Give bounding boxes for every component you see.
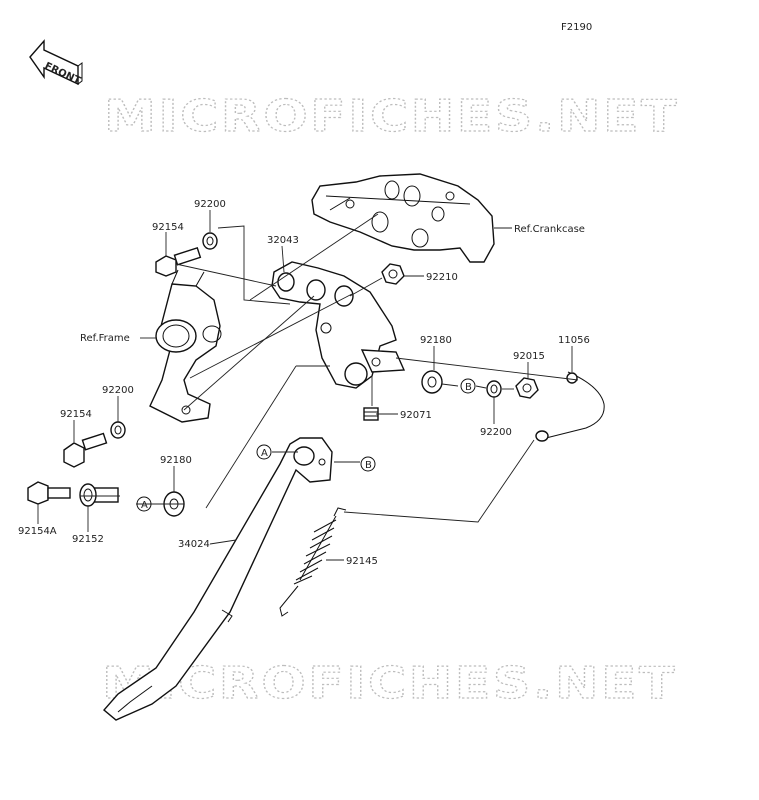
part-leaders — [37, 210, 573, 561]
part-92154-left: 92154 — [60, 409, 92, 420]
washer-92180-right — [421, 370, 443, 394]
bushing-92071 — [363, 407, 379, 421]
part-32043: 32043 — [267, 235, 299, 246]
callout-b-1: B — [360, 456, 376, 472]
part-92145: 92145 — [346, 556, 378, 567]
part-92154A: 92154A — [18, 526, 57, 537]
ref-crankcase-label: Ref.Crankcase — [514, 224, 585, 235]
washer-92200-left — [110, 421, 126, 439]
side-stand — [103, 437, 333, 721]
part-92200-right: 92200 — [480, 427, 512, 438]
part-92015: 92015 — [513, 351, 545, 362]
part-92071: 92071 — [400, 410, 432, 421]
crankcase-reference — [311, 173, 495, 263]
side-stand-bracket — [271, 261, 406, 389]
bolt-92154A — [27, 481, 71, 505]
callout-b-2: B — [460, 378, 476, 394]
ref-frame-label: Ref.Frame — [80, 333, 130, 344]
svg-text:B: B — [465, 382, 472, 393]
callout-a-1: A — [256, 444, 272, 460]
nut-92015 — [515, 377, 539, 399]
watermark-bottom: MICROFICHES.NET — [102, 658, 677, 709]
part-92200-top: 92200 — [194, 199, 226, 210]
part-92210: 92210 — [426, 272, 458, 283]
collar-92152 — [79, 483, 119, 507]
svg-text:B: B — [365, 460, 372, 471]
part-92154-top: 92154 — [152, 222, 184, 233]
frame-reference — [149, 269, 222, 423]
bolt-92154-top — [155, 246, 202, 277]
part-92152: 92152 — [72, 534, 104, 545]
part-92180-left: 92180 — [160, 455, 192, 466]
part-92180-right: 92180 — [420, 335, 452, 346]
watermark-top: MICROFICHES.NET — [104, 91, 679, 142]
part-92200-left: 92200 — [102, 385, 134, 396]
svg-text:A: A — [141, 500, 148, 511]
part-11056: 11056 — [558, 335, 590, 346]
washer-92200-right — [486, 380, 502, 398]
figure-code: F2190 — [561, 22, 592, 33]
rod — [535, 371, 605, 442]
part-34024: 34024 — [178, 539, 210, 550]
front-arrow-icon: FRONT — [29, 39, 83, 87]
bolt-92154-left — [63, 432, 108, 468]
washer-92200-top — [202, 232, 218, 250]
nut-92210 — [381, 263, 405, 285]
svg-text:A: A — [261, 448, 268, 459]
assembly-lines — [80, 213, 579, 523]
spring — [279, 507, 347, 617]
